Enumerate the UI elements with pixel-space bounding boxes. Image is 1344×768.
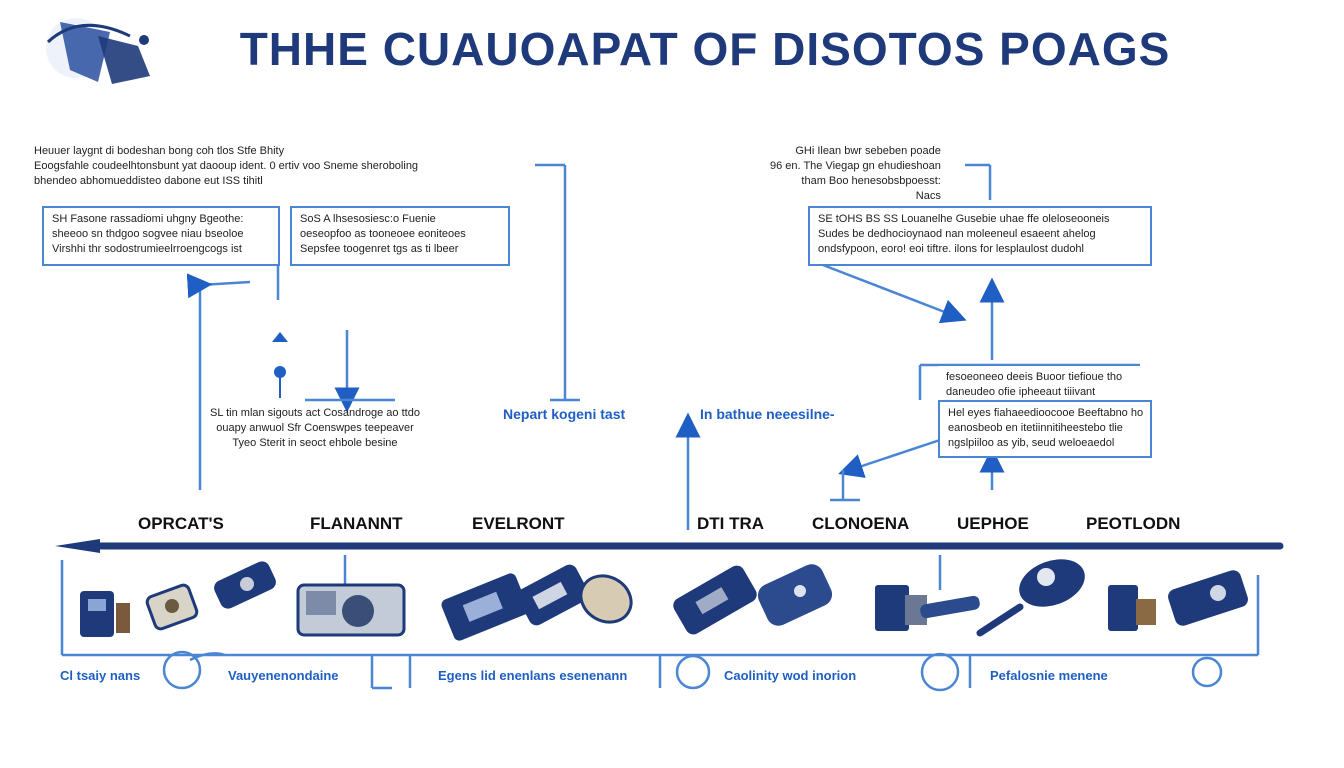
ignition-key-icon <box>976 559 1085 637</box>
bottom-label-2: Vauyenenondaine <box>228 668 339 683</box>
lock-module-icon <box>875 585 927 631</box>
stage-label-3: EVELRONT <box>472 514 565 533</box>
stage-label-4: DTI TRA <box>697 514 765 533</box>
keyless-remote-icon <box>757 564 833 626</box>
stage-label-5: CLONOENA <box>812 514 910 533</box>
stage-label-7: PEOTLODN <box>1086 514 1181 533</box>
device-row <box>80 559 1248 641</box>
bottom-label-3: Egens lid enenlans esenenann <box>438 668 628 683</box>
diagnostic-tool-icon <box>1168 570 1248 626</box>
transponder-icon <box>1108 585 1156 631</box>
key-fob-icon <box>145 583 199 631</box>
stage-label-1: OPRCAT'S <box>138 514 224 533</box>
car-key-icon <box>214 561 276 609</box>
stage-label-2: FLANANNT <box>310 514 403 533</box>
smart-key-icon <box>579 574 633 624</box>
brand-logo-icon <box>46 18 150 84</box>
note-mid-left: SL tin mlan sigouts act Cosandroge ao tt… <box>210 407 420 449</box>
key-blade-icon <box>517 564 589 626</box>
note-top-left: Heuuer laygnt di bodeshan bong coh tlos … <box>34 145 419 187</box>
programmer-icon <box>920 595 980 619</box>
page-title: THHE CUAUOAPAT OF DISOTOS POAGS <box>239 23 1171 75</box>
bottom-label-1: Cl tsaiy nans <box>60 668 141 683</box>
device-case-icon <box>673 565 757 635</box>
device-module-icon <box>296 583 406 637</box>
remote-control-icon <box>80 591 130 637</box>
callout-label-1: Nepart kogeni tast <box>503 406 626 422</box>
note-top-right: GHi Ilean bwr sebeben poade 96 en. The V… <box>770 145 941 202</box>
stage-label-6: UEPHOE <box>957 514 1029 533</box>
bottom-label-5: Pefalosnie menene <box>990 668 1108 683</box>
laptop-reader-icon <box>441 573 529 641</box>
info-box-3: SE tOHS BS SS Louanelhe Gusebie uhae ffe… <box>808 206 1152 266</box>
bottom-label-4: Caolinity wod inorion <box>724 668 857 683</box>
callout-label-2: In bathue neeesilne- <box>700 406 835 422</box>
info-box-1: SH Fasone rassadiomi uhgny Bgeothe:sheeo… <box>42 206 280 266</box>
